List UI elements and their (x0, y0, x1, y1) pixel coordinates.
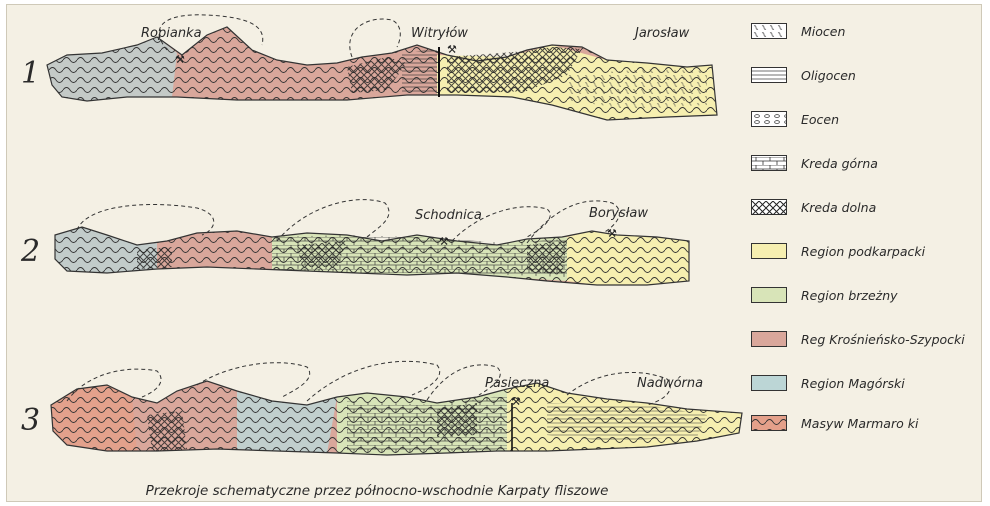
place-label-nadworna: Nadwórna (637, 376, 703, 391)
place-label-ropianka: Ropianka (141, 26, 202, 41)
legend-label: Oligocen (801, 68, 856, 83)
place-label-jaroslaw: Jarosław (632, 26, 690, 41)
legend-item-kreda-dolna: Kreda dolna (751, 195, 876, 219)
legend-item-miocen: Miocen (751, 19, 845, 43)
legend-label: Eocen (801, 112, 839, 127)
legend-item-region-podkarpacki: Region podkarpacki (751, 239, 925, 263)
section-number-3: 3 (21, 403, 40, 438)
legend-item-eocen: Eocen (751, 107, 839, 131)
legend-item-kreda-gorna: Kreda górna (751, 151, 878, 175)
mine-marker-icon: ⚒ (439, 235, 449, 248)
legend-label: Kreda dolna (801, 200, 876, 215)
legend-label: Kreda górna (801, 156, 878, 171)
swatch-reg-krosniensko-szypocki (751, 331, 787, 347)
place-label-witrylow: Witryłów (411, 26, 468, 41)
place-label-schodnica: Schodnica (415, 208, 482, 223)
legend-item-masyw-marmaroski: Masyw Marmaro ki (751, 411, 918, 435)
mine-marker-icon: ⚒ (511, 395, 521, 408)
legend-item-region-brzezny: Region brzeżny (751, 283, 898, 307)
swatch-kreda-dolna (751, 199, 787, 215)
swatch-masyw-marmaroski (751, 415, 787, 431)
legend-item-oligocen: Oligocen (751, 63, 856, 87)
section-number-1: 1 (21, 56, 40, 91)
legend-label: Region podkarpacki (801, 244, 925, 259)
legend-item-region-magorski: Region Magórski (751, 371, 905, 395)
swatch-kreda-gorna (751, 155, 787, 171)
section-number-2: 2 (20, 234, 40, 269)
swatch-miocen (751, 23, 787, 39)
swatch-eocen (751, 111, 787, 127)
legend-label: Reg Krośnieńsko-Szypocki (801, 332, 965, 347)
mine-marker-icon: ⚒ (175, 53, 185, 66)
legend-label: Masyw Marmaro ki (801, 416, 918, 431)
figure-frame: 1 2 3 Ropianka Witryłów Jarosław Schodni… (6, 4, 982, 502)
legend-label: Region Magórski (801, 376, 905, 391)
swatch-region-brzezny (751, 287, 787, 303)
mine-marker-icon: ⚒ (607, 227, 617, 240)
legend-item-reg-krosniensko-szypocki: Reg Krośnieńsko-Szypocki (751, 327, 965, 351)
mine-marker-icon: ⚒ (447, 43, 457, 56)
swatch-region-magorski (751, 375, 787, 391)
figure-caption: Przekroje schematyczne przez północno-ws… (7, 483, 747, 499)
place-label-pasieczna: Pasieczna (485, 376, 549, 391)
place-label-boryslaw: Borysław (589, 206, 648, 221)
legend-label: Region brzeżny (801, 288, 898, 303)
legend-label: Miocen (801, 24, 845, 39)
swatch-oligocen (751, 67, 787, 83)
swatch-region-podkarpacki (751, 243, 787, 259)
